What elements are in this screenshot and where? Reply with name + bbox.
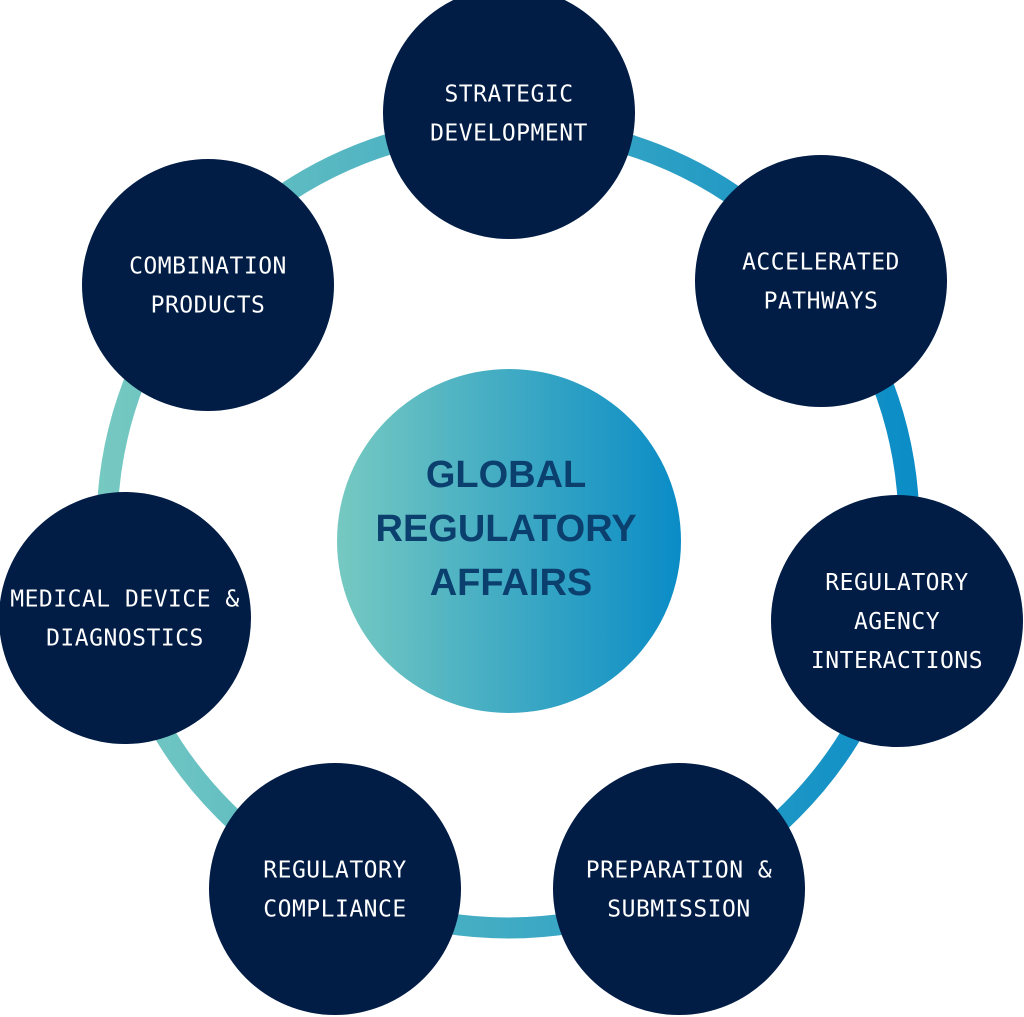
node-label: COMBINATION PRODUCTS (129, 254, 287, 319)
node-label: REGULATORY COMPLIANCE (263, 858, 406, 923)
node-circle (553, 763, 805, 1015)
node-label-line: INTERACTIONS (811, 648, 983, 674)
node-preparation-submission: PREPARATION & SUBMISSION (553, 763, 805, 1015)
node-label: PREPARATION & SUBMISSION (586, 858, 773, 923)
node-label: STRATEGIC DEVELOPMENT (430, 82, 588, 147)
node-circle (771, 495, 1023, 747)
node-label-line: COMBINATION (129, 254, 287, 280)
node-circle (0, 492, 251, 744)
hub-label-line: REGULATORY (376, 508, 637, 550)
node-label-line: AGENCY (854, 609, 940, 635)
node-regulatory-compliance: REGULATORY COMPLIANCE (209, 763, 461, 1015)
node-combination-products: COMBINATION PRODUCTS (82, 159, 334, 411)
node-label-line: STRATEGIC (444, 82, 573, 108)
node-label-line: COMPLIANCE (263, 897, 406, 923)
hub: GLOBAL REGULATORY AFFAIRS (337, 369, 681, 713)
node-label-line: MEDICAL DEVICE & (10, 587, 240, 613)
node-circle (383, 0, 635, 239)
node-regulatory-agency-interactions: REGULATORY AGENCY INTERACTIONS (771, 495, 1023, 747)
node-label-line: PREPARATION & (586, 858, 773, 884)
node-strategic-development: STRATEGIC DEVELOPMENT (383, 0, 635, 239)
node-label-line: DEVELOPMENT (430, 121, 588, 147)
node-medical-device-diagnostics: MEDICAL DEVICE & DIAGNOSTICS (0, 492, 251, 744)
node-circle (695, 155, 947, 407)
node-accelerated-pathways: ACCELERATED PATHWAYS (695, 155, 947, 407)
node-label-line: PRODUCTS (151, 293, 266, 319)
hub-label-line: AFFAIRS (430, 562, 593, 604)
hub-label-line: GLOBAL (426, 454, 586, 496)
node-circle (82, 159, 334, 411)
hub-label: GLOBAL REGULATORY AFFAIRS (376, 454, 647, 604)
node-label-line: PATHWAYS (764, 289, 879, 315)
node-label-line: SUBMISSION (607, 897, 750, 923)
hub-circle (337, 369, 681, 713)
node-label-line: REGULATORY (263, 858, 406, 884)
node-label: REGULATORY AGENCY INTERACTIONS (811, 570, 983, 674)
node-label-line: REGULATORY (825, 570, 968, 596)
node-label: MEDICAL DEVICE & DIAGNOSTICS (10, 587, 240, 652)
node-label: ACCELERATED PATHWAYS (742, 250, 900, 315)
node-label-line: DIAGNOSTICS (46, 626, 204, 652)
node-circle (209, 763, 461, 1015)
node-label-line: ACCELERATED (742, 250, 900, 276)
